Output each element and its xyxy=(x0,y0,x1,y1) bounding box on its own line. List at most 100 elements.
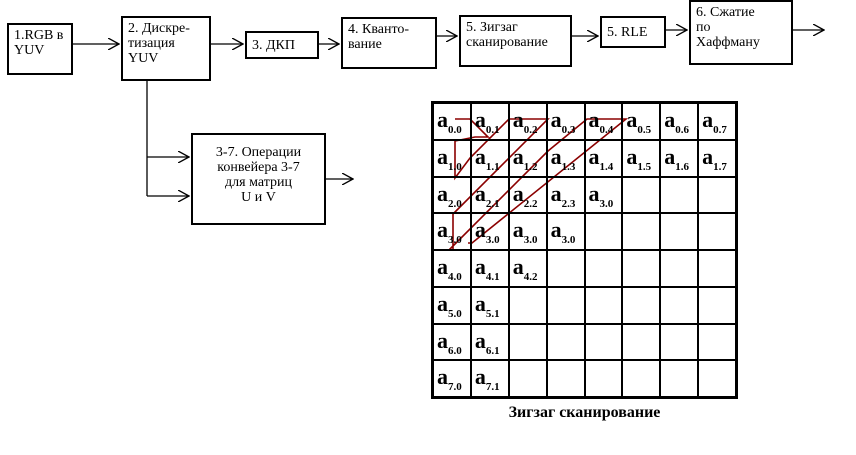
matrix-cell xyxy=(660,213,699,250)
matrix-cell: a0.3 xyxy=(546,103,585,140)
coefficient-letter: a xyxy=(437,180,448,206)
coefficient-index: 4.1 xyxy=(485,271,500,283)
matrix-cell xyxy=(622,286,661,324)
coefficient-index: 1.7 xyxy=(713,160,727,173)
box-line: вание xyxy=(348,37,382,52)
coefficient-index: 3.0 xyxy=(523,234,538,247)
coefficient-index: 3.0 xyxy=(599,197,614,210)
coefficient-index: 0.6 xyxy=(675,124,689,136)
coefficient-index: 5.1 xyxy=(485,307,500,320)
matrix-cell: a0.5 xyxy=(622,103,661,140)
matrix-cell xyxy=(660,250,699,287)
coefficient-index: 5.0 xyxy=(448,307,462,320)
matrix-cell xyxy=(508,323,547,361)
matrix-cell: a1.5 xyxy=(622,139,661,177)
coefficient-letter: a xyxy=(437,327,448,353)
box-line: 5. Зигзаг xyxy=(466,20,518,35)
matrix-cell: a3.0 xyxy=(470,213,509,250)
matrix-cell: a1.0 xyxy=(433,139,471,177)
matrix-cell: a7.1 xyxy=(470,360,509,397)
matrix-cell: a0.6 xyxy=(660,103,699,140)
coefficient-letter: a xyxy=(474,290,486,316)
coefficient-index: 4.0 xyxy=(448,271,462,283)
matrix-cell: a3.0 xyxy=(508,213,547,250)
box-line: 4. Кванто- xyxy=(348,22,410,37)
box-line: тизация xyxy=(128,36,175,51)
coefficient-index: 1.5 xyxy=(637,160,652,173)
matrix-cell xyxy=(584,213,623,250)
matrix-cell: a1.4 xyxy=(584,139,623,177)
coefficient-letter: a xyxy=(702,143,714,169)
coefficient-letter: a xyxy=(626,143,638,169)
matrix-cell: a4.2 xyxy=(508,250,547,287)
matrix-cell xyxy=(584,360,623,397)
matrix-cell xyxy=(584,250,623,287)
coefficient-index: 0.3 xyxy=(561,124,576,136)
coefficient-letter: a xyxy=(437,364,448,390)
rle-box: 5. RLE xyxy=(600,16,666,48)
coefficient-index: 1.6 xyxy=(675,160,689,173)
matrix-cell: a0.7 xyxy=(698,103,736,140)
coefficient-index: 0.2 xyxy=(523,124,538,136)
matrix-cell xyxy=(660,323,699,361)
coefficient-index: 7.1 xyxy=(485,381,500,394)
matrix-cell xyxy=(622,213,661,250)
matrix-cell: a1.7 xyxy=(698,139,736,177)
coefficient-letter: a xyxy=(474,327,486,353)
coefficient-letter: a xyxy=(512,107,524,132)
coefficient-index: 2.3 xyxy=(561,197,576,210)
coefficient-letter: a xyxy=(437,290,448,316)
coefficient-letter: a xyxy=(588,143,600,169)
matrix-cell xyxy=(622,176,661,214)
box-line: YUV xyxy=(128,51,159,66)
matrix-cell: a4.1 xyxy=(470,250,509,287)
coefficient-letter: a xyxy=(474,180,486,206)
matrix-cell xyxy=(698,286,736,324)
coefficient-letter: a xyxy=(550,180,562,206)
box-line: 3. ДКП xyxy=(252,38,295,53)
coefficient-letter: a xyxy=(664,143,676,169)
zigzag-scan-path xyxy=(447,118,629,251)
coefficient-letter: a xyxy=(588,107,600,132)
coefficient-index: 0.0 xyxy=(448,124,462,136)
matrix-cell: a2.0 xyxy=(433,176,471,214)
coefficient-index: 7.0 xyxy=(448,381,462,394)
box-line: 1.RGB в xyxy=(14,28,64,43)
coefficient-index: 2.0 xyxy=(448,197,462,210)
coefficient-index: 6.0 xyxy=(448,344,462,357)
matrix-cell: a1.6 xyxy=(660,139,699,177)
matrix-cell xyxy=(622,250,661,287)
coefficient-index: 2.1 xyxy=(485,197,500,210)
box-line: по xyxy=(696,20,711,35)
coefficient-letter: a xyxy=(437,254,448,279)
coefficient-index: 1.1 xyxy=(485,160,500,173)
coefficient-letter: a xyxy=(702,107,714,132)
matrix-cell xyxy=(546,286,585,324)
coefficient-index: 0.4 xyxy=(599,124,614,136)
matrix-cell xyxy=(508,286,547,324)
matrix-cell xyxy=(698,250,736,287)
box-line: 3-7. Операции xyxy=(215,145,302,160)
box-line: сканирование xyxy=(466,35,548,50)
matrix-cell: a3.0 xyxy=(433,213,471,250)
zigzag-box: 5. Зигзаг сканирование xyxy=(459,15,572,67)
matrix-cell: a1.2 xyxy=(508,139,547,177)
matrix-cell: a0.1 xyxy=(470,103,509,140)
coefficient-index: 0.5 xyxy=(637,124,652,136)
matrix-cell: a1.3 xyxy=(546,139,585,177)
box-line: 2. Дискре- xyxy=(128,21,190,36)
matrix-cell xyxy=(584,286,623,324)
coefficient-letter: a xyxy=(474,254,486,279)
matrix-cell xyxy=(622,323,661,361)
coefficient-index: 3.0 xyxy=(485,234,500,247)
box-line: U и V xyxy=(241,190,276,205)
box-line: Хаффману xyxy=(696,35,760,50)
matrix-cell: a0.2 xyxy=(508,103,547,140)
coefficient-letter: a xyxy=(550,217,562,243)
coefficient-index: 1.0 xyxy=(448,160,462,173)
coefficient-letter: a xyxy=(512,180,524,206)
matrix-cell: a1.1 xyxy=(470,139,509,177)
matrix-cell: a2.1 xyxy=(470,176,509,214)
coefficient-index: 3.0 xyxy=(448,234,462,247)
